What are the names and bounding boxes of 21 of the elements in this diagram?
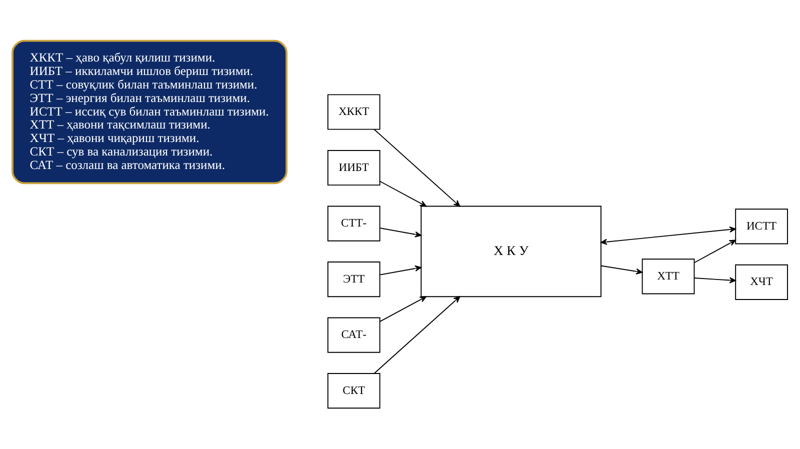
node-box: ИИБТ — [327, 150, 380, 186]
arrow — [694, 240, 736, 264]
arrow — [694, 277, 736, 284]
arrow — [374, 128, 460, 207]
arrow — [380, 265, 422, 276]
arrow — [380, 228, 422, 238]
node-box: ХТТ — [642, 258, 695, 294]
node-box: САТ- — [327, 317, 380, 353]
arrow — [380, 296, 426, 322]
node-box: ХККТ – ҳаво қабул қилиш тизими. ИИБТ – иккиламчи ишлов бериш тизими. СТТ – совуқлик билан таъминлаш тизими. ЭТТ – энергия билан таъминлаш тизими. ИСТТ – иссиқ сув билан таъминлаш тизими. ХТТ – ҳавони тақсимлаш тизими. ХЧТ – ҳавони чиқариш тизими. СКТ – сув ва канализация тизими. САТ – созлаш ва автоматика тизими. — [12, 40, 288, 184]
node-box: СТТ- — [327, 206, 380, 242]
node-box: ИСТТ — [735, 208, 788, 244]
arrow — [600, 226, 736, 245]
node-box: ЭТТ — [327, 262, 380, 298]
arrow — [374, 296, 460, 374]
node-box: ХККТ — [327, 94, 380, 130]
arrow — [600, 265, 643, 274]
node-box: Х К У — [420, 206, 602, 298]
arrow — [380, 180, 426, 207]
node-box: ХЧТ — [735, 264, 788, 300]
node-box: СКТ — [327, 373, 380, 409]
